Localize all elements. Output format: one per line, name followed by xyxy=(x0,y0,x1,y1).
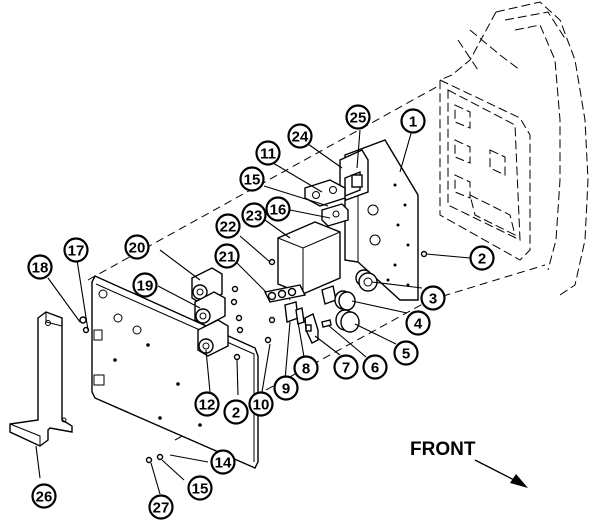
callout-18: 18 xyxy=(27,254,53,280)
svg-text:3: 3 xyxy=(429,291,437,308)
svg-text:15: 15 xyxy=(192,481,209,498)
contactor-19 xyxy=(194,291,226,327)
svg-text:19: 19 xyxy=(137,278,154,295)
callout-10: 10 xyxy=(248,391,274,417)
svg-text:6: 6 xyxy=(371,360,379,377)
callout-3: 3 xyxy=(420,285,446,311)
svg-text:9: 9 xyxy=(282,381,290,398)
svg-text:14: 14 xyxy=(215,455,232,472)
callout-2: 2 xyxy=(469,245,495,271)
svg-text:4: 4 xyxy=(414,316,423,333)
callout-20: 20 xyxy=(124,234,150,260)
callout-1: 1 xyxy=(400,108,426,134)
callout-16: 16 xyxy=(265,196,291,222)
callout-7: 7 xyxy=(333,354,359,380)
callout-26: 26 xyxy=(31,483,57,509)
callout-23: 23 xyxy=(241,202,267,228)
svg-text:7: 7 xyxy=(342,360,350,377)
svg-text:1: 1 xyxy=(409,114,417,131)
callout-21: 21 xyxy=(214,243,240,269)
callout-15: 15 xyxy=(239,166,265,192)
terminal-strip xyxy=(263,284,307,325)
support-bracket xyxy=(9,311,73,447)
knob-4 xyxy=(334,290,356,311)
callout-22: 22 xyxy=(215,213,241,239)
contactor-12 xyxy=(197,319,229,357)
callout-11: 11 xyxy=(255,140,281,166)
svg-text:2: 2 xyxy=(232,405,240,422)
svg-text:25: 25 xyxy=(350,110,367,127)
small-block xyxy=(321,203,349,227)
front-label: FRONT xyxy=(410,439,476,460)
svg-text:5: 5 xyxy=(402,346,410,363)
callout-25: 25 xyxy=(345,104,371,130)
callout-9: 9 xyxy=(273,375,299,401)
svg-text:16: 16 xyxy=(270,202,287,219)
callout-5: 5 xyxy=(393,340,419,366)
callout-14: 14 xyxy=(210,449,236,475)
svg-text:12: 12 xyxy=(199,397,216,414)
callout-27: 27 xyxy=(148,494,174,520)
svg-text:15: 15 xyxy=(244,172,261,189)
callout-24: 24 xyxy=(287,123,313,149)
knob-3 xyxy=(355,269,378,292)
callout-8: 8 xyxy=(293,355,319,381)
svg-text:8: 8 xyxy=(302,361,310,378)
svg-text:17: 17 xyxy=(68,243,85,260)
cam-plate xyxy=(304,179,346,207)
callouts: 1 2 2 3 4 5 6 7 8 9 10 11 12 14 15 15 16… xyxy=(27,104,495,520)
svg-text:24: 24 xyxy=(292,129,309,146)
svg-text:27: 27 xyxy=(153,500,170,517)
svg-text:21: 21 xyxy=(219,249,236,266)
svg-text:23: 23 xyxy=(246,208,263,225)
callout-12: 12 xyxy=(194,391,220,417)
leader-lines xyxy=(35,129,471,495)
svg-text:20: 20 xyxy=(129,240,146,257)
svg-text:26: 26 xyxy=(36,489,53,506)
svg-text:11: 11 xyxy=(260,146,276,163)
screws xyxy=(79,250,428,464)
callout-15: 15 xyxy=(187,475,213,501)
svg-text:18: 18 xyxy=(32,260,49,277)
svg-text:22: 22 xyxy=(220,219,237,236)
callout-2: 2 xyxy=(223,399,249,425)
clip-7 xyxy=(304,313,319,344)
svg-text:2: 2 xyxy=(478,251,486,268)
callout-6: 6 xyxy=(362,354,388,380)
callout-4: 4 xyxy=(405,310,431,336)
ghost-enclosure xyxy=(439,1,589,296)
callout-19: 19 xyxy=(132,272,158,298)
callout-17: 17 xyxy=(63,237,89,263)
front-direction-indicator: FRONT xyxy=(410,439,528,488)
front-panel xyxy=(91,275,259,469)
svg-text:10: 10 xyxy=(253,397,270,414)
front-arrow-icon xyxy=(510,474,528,488)
knob-5 xyxy=(335,309,360,333)
